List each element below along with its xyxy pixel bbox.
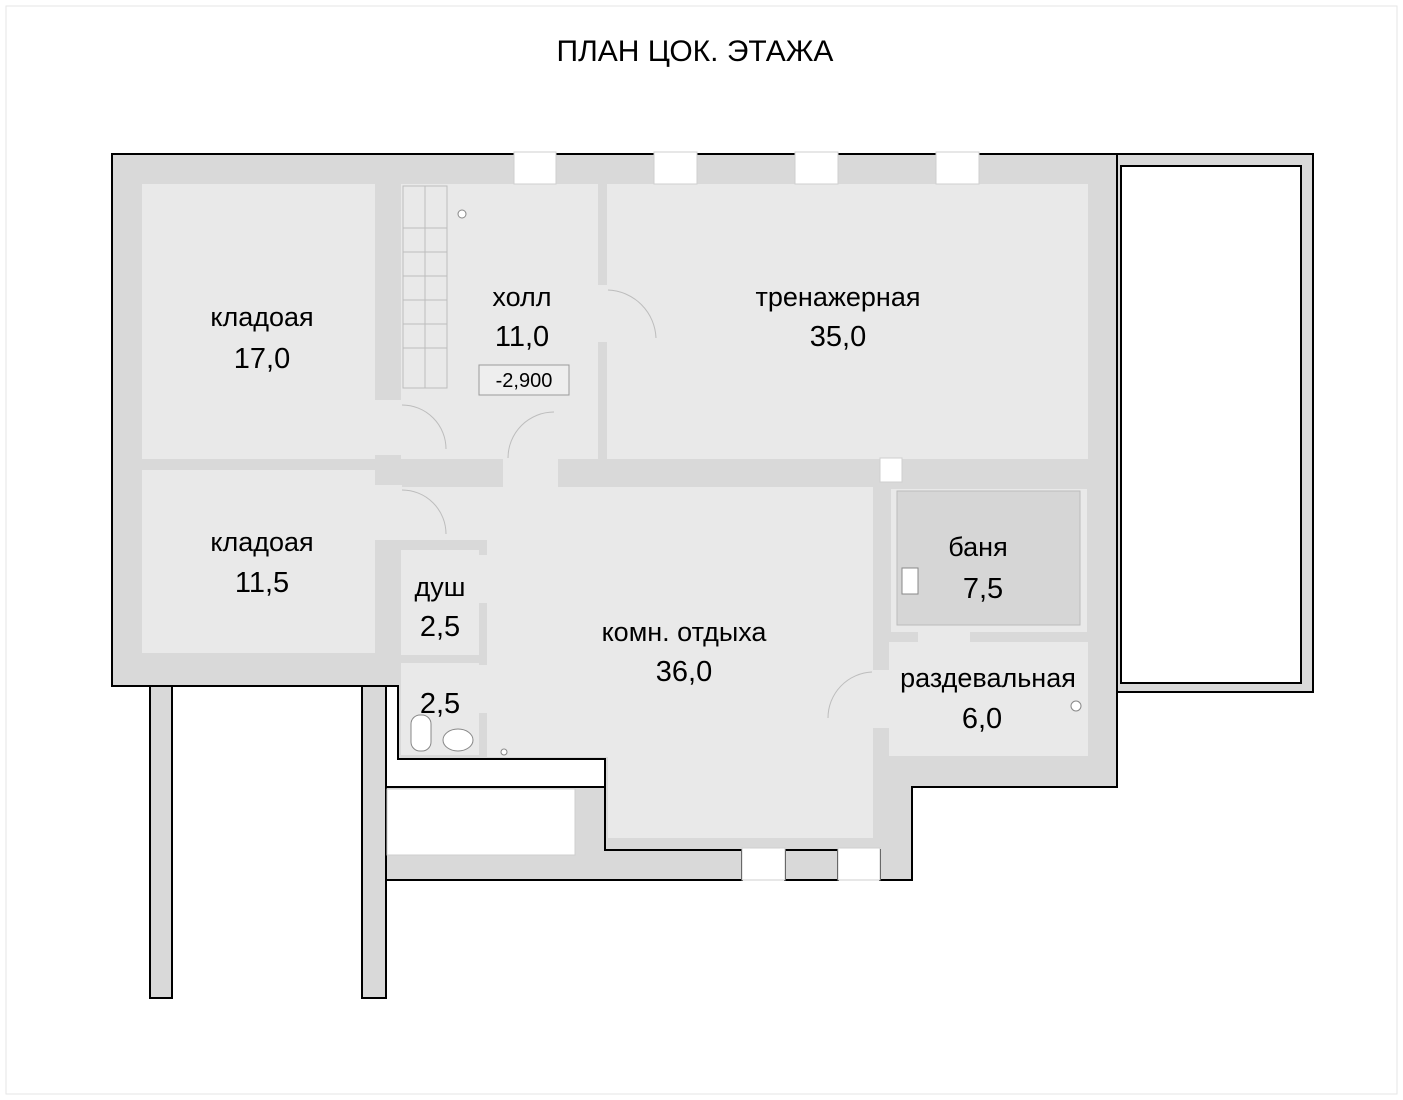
drawing-frame xyxy=(5,5,1398,1095)
sauna-bench xyxy=(896,490,1081,626)
plan-title: ПЛАН ЦОК. ЭТАЖА xyxy=(557,35,834,68)
door-changing-sauna xyxy=(918,630,970,642)
door-swing-hall-gym xyxy=(607,289,657,339)
room-name-hall: холл xyxy=(492,282,551,312)
room-area-sauna: 7,5 xyxy=(963,573,1003,605)
door-swing-storage2 xyxy=(401,489,447,535)
hall-column-marker xyxy=(457,209,467,219)
room-gym xyxy=(607,184,1088,459)
room-name-storage-2: кладоая xyxy=(210,527,313,557)
room-area-wc: 2,5 xyxy=(420,688,460,720)
room-area-shower: 2,5 xyxy=(420,611,460,643)
rooms xyxy=(142,184,1088,838)
room-storage-1 xyxy=(142,184,375,459)
labels: кладоая 17,0 холл 11,0 -2,900 тренажерна… xyxy=(210,282,1076,735)
window-top-2 xyxy=(653,151,698,185)
bench-marker xyxy=(1070,700,1082,712)
door-hall-lounge xyxy=(503,458,558,488)
heater-icon xyxy=(901,567,919,595)
room-area-storage-1: 17,0 xyxy=(234,343,290,375)
room-lounge xyxy=(401,487,873,838)
left-leg-outer xyxy=(149,685,173,999)
window-bottom-2 xyxy=(837,847,881,881)
room-storage-2 xyxy=(142,470,375,653)
window-top-3 xyxy=(794,151,839,185)
room-name-lounge: комн. отдыха xyxy=(602,617,768,647)
room-area-gym: 35,0 xyxy=(810,321,866,353)
room-name-sauna: баня xyxy=(948,532,1007,562)
door-shower xyxy=(478,555,488,603)
door-swing-lounge xyxy=(507,411,555,459)
room-changing xyxy=(889,642,1088,756)
lower-wing-void xyxy=(386,788,576,856)
window-bottom-1 xyxy=(741,847,786,881)
room-area-lounge: 36,0 xyxy=(656,656,712,688)
room-area-changing: 6,0 xyxy=(962,703,1002,735)
room-name-changing: раздевальная xyxy=(900,663,1076,693)
room-area-storage-2: 11,5 xyxy=(235,567,289,599)
room-name-storage-1: кладоая xyxy=(210,302,313,332)
door-swing-hall xyxy=(401,404,447,450)
room-name-gym: тренажерная xyxy=(756,282,921,312)
toilet-icon xyxy=(410,714,432,752)
door-storage2-lounge xyxy=(374,485,402,540)
door-swing-changing xyxy=(827,671,873,719)
right-annex-wall xyxy=(1116,153,1314,693)
left-leg-inner xyxy=(361,685,387,999)
vent-shaft xyxy=(879,457,903,483)
bottom-window-pier xyxy=(784,849,839,881)
door-wc xyxy=(478,665,488,713)
door-storage1-hall xyxy=(374,400,402,455)
fixtures xyxy=(401,185,1082,756)
room-shower xyxy=(401,550,479,655)
room-hall xyxy=(401,184,598,459)
room-area-hall: 11,0 xyxy=(495,321,549,353)
level-marker: -2,900 xyxy=(496,370,553,392)
openings xyxy=(374,151,980,881)
sink-icon xyxy=(442,728,474,752)
level-marker-box xyxy=(478,364,570,396)
window-top-4 xyxy=(935,151,980,185)
door-lounge-changing xyxy=(871,670,891,728)
stair-outline xyxy=(402,185,448,389)
room-name-shower: душ xyxy=(415,572,466,602)
door-hall-gym xyxy=(597,285,608,342)
floor-drain-icon xyxy=(500,748,508,756)
window-top-1 xyxy=(513,151,557,185)
